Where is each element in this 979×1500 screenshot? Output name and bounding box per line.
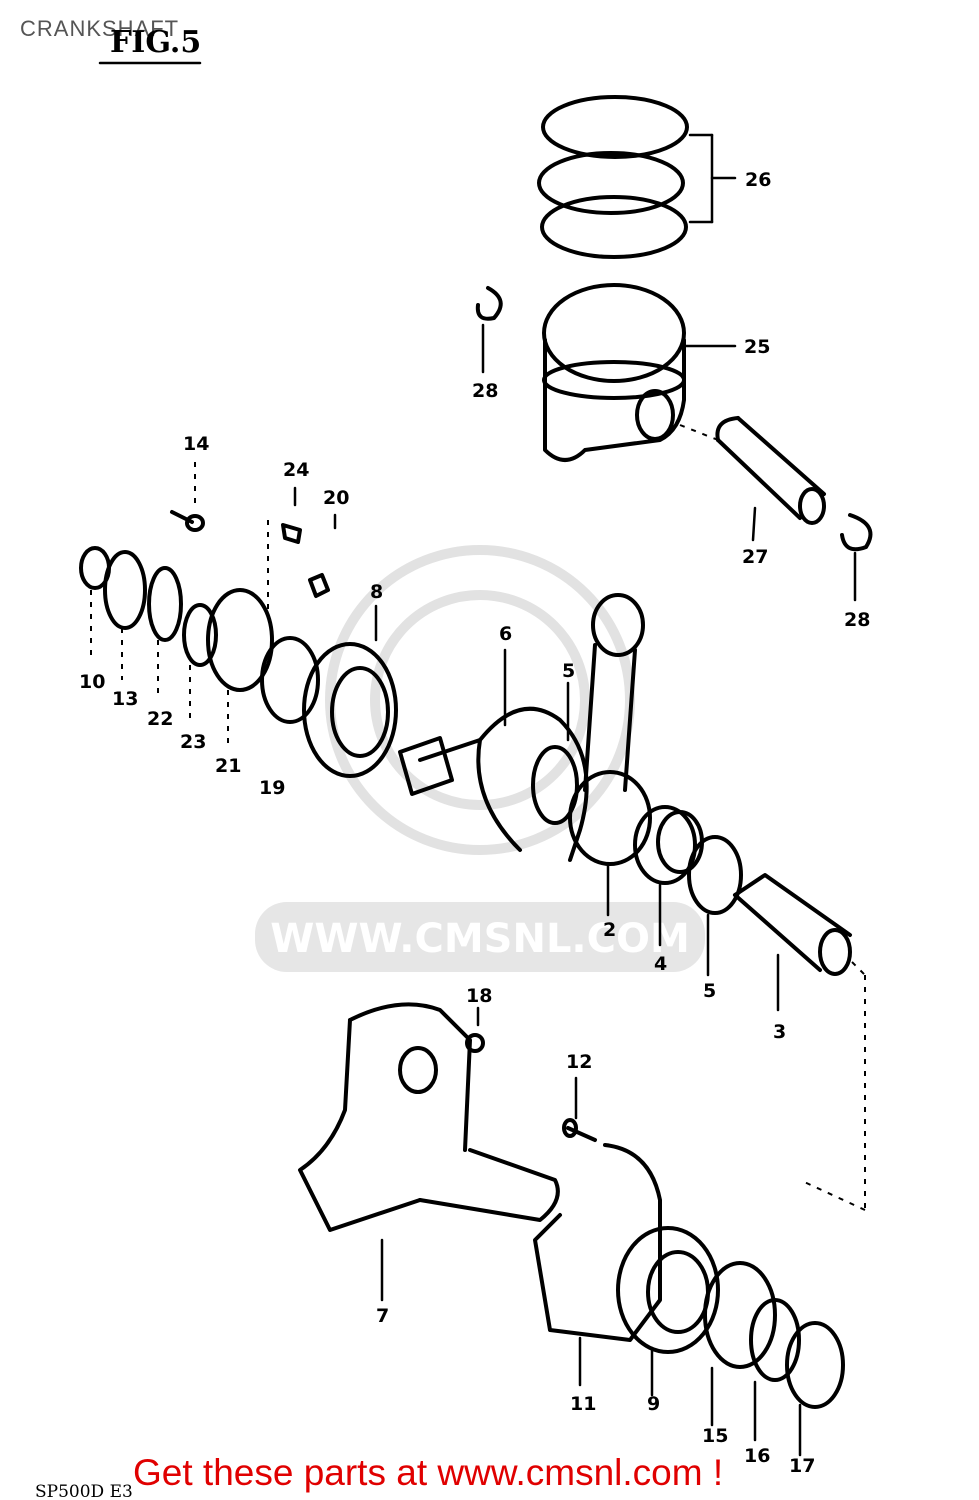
watermark-logo: WWW.CMSNL.COM (255, 545, 705, 972)
callout-26: 26 (745, 169, 771, 191)
figure-label: FIG.5 (110, 25, 201, 60)
callout-15: 15 (702, 1425, 728, 1447)
callout-11: 11 (570, 1393, 596, 1415)
part-piston-pin (679, 416, 826, 542)
model-code: SP500D E3 (35, 1482, 133, 1500)
callout-5: 5 (562, 660, 575, 682)
callout-23: 23 (180, 731, 206, 753)
callout-22: 22 (147, 708, 173, 730)
watermark-text: WWW.CMSNL.COM (270, 916, 690, 962)
part-crank-pin-assembly (633, 805, 866, 1211)
part-crankshaft-left (398, 648, 589, 862)
callout-24: 24 (283, 459, 309, 481)
part-crankshaft-right (298, 1002, 560, 1302)
callout-3: 3 (773, 1021, 786, 1043)
callout-14: 14 (183, 433, 209, 455)
callout-28: 28 (844, 609, 870, 631)
part-circlip (475, 286, 873, 602)
callout-18: 18 (466, 985, 492, 1007)
page-title: CRANKSHAFT (20, 16, 180, 41)
part-piston (542, 283, 737, 462)
callout-9: 9 (647, 1393, 660, 1415)
part-left-stack (79, 520, 320, 745)
callout-20: 20 (323, 487, 349, 509)
callout-13: 13 (112, 688, 138, 710)
callout-6: 6 (499, 623, 512, 645)
callout-10: 10 (79, 671, 105, 693)
callout-17: 17 (789, 1455, 815, 1477)
callout-28: 28 (472, 380, 498, 402)
callout-19: 19 (259, 777, 285, 799)
callout-8: 8 (370, 581, 383, 603)
callout-12: 12 (566, 1051, 592, 1073)
callout-16: 16 (744, 1445, 770, 1467)
part-connecting-rod (568, 593, 652, 917)
callout-5: 5 (703, 980, 716, 1002)
part-bearing-left (302, 604, 398, 778)
part-cover-plate (533, 1076, 662, 1387)
part-piston-rings (537, 95, 737, 259)
callout-27: 27 (742, 546, 768, 568)
callout-2: 2 (603, 919, 616, 941)
part-small-fasteners (170, 462, 337, 598)
callout-7: 7 (376, 1305, 389, 1327)
callout-25: 25 (744, 336, 770, 358)
cta-link[interactable]: Get these parts at www.cmsnl.com ! (133, 1452, 724, 1493)
callout-4: 4 (654, 953, 667, 975)
part-right-stack (616, 1226, 845, 1457)
callout-21: 21 (215, 755, 241, 777)
